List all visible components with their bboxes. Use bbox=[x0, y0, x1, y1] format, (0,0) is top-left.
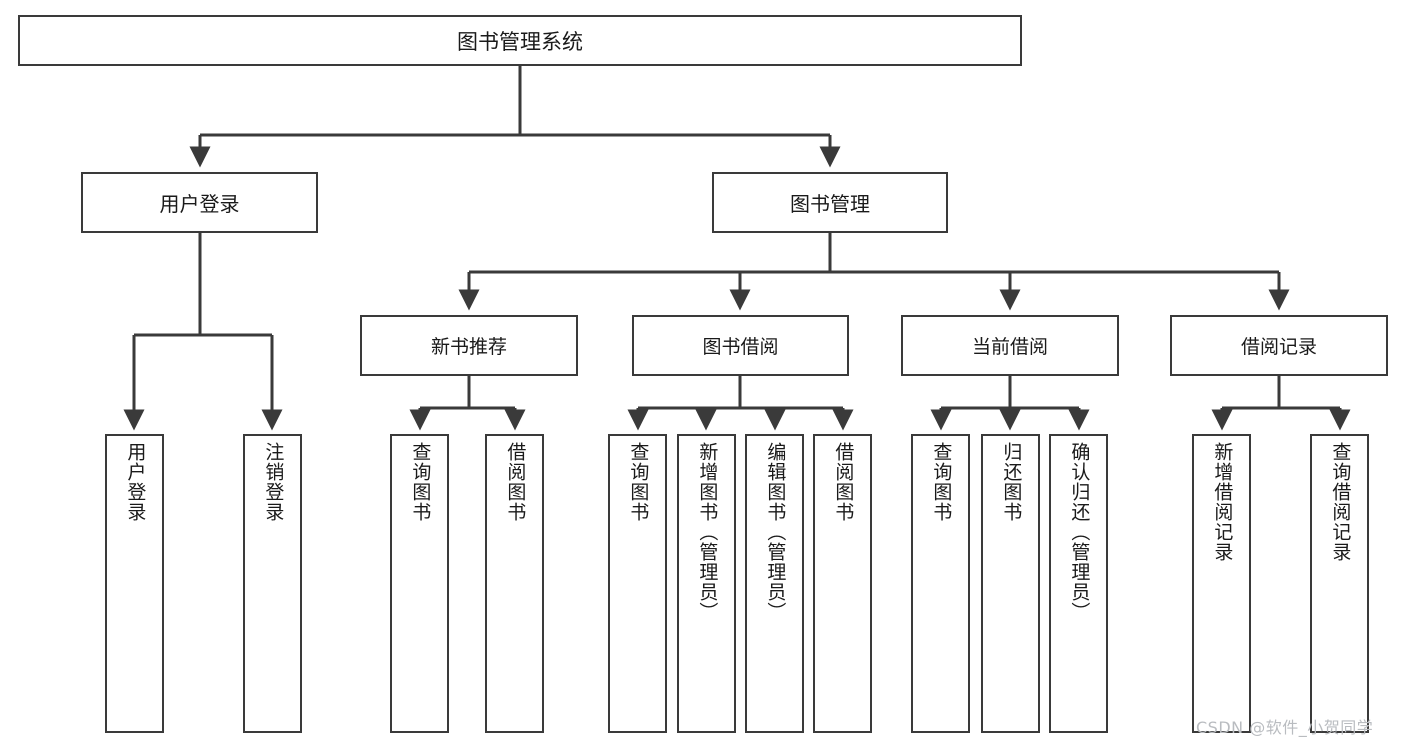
node-book-borrow-label: 图书借阅 bbox=[702, 336, 779, 358]
leaf-label: 借阅图书 bbox=[504, 442, 527, 522]
leaf-label: 查询图书 bbox=[627, 442, 650, 522]
leaf-current-return-book[interactable]: 归还图书 bbox=[981, 434, 1040, 733]
node-borrow-record-label: 借阅记录 bbox=[1240, 336, 1317, 358]
node-new-book-recommend-label: 新书推荐 bbox=[430, 336, 507, 358]
node-new-book-recommend[interactable]: 新书推荐 bbox=[360, 315, 578, 376]
leaf-label: 查询图书 bbox=[930, 442, 953, 522]
leaf-user-login-logout[interactable]: 注销登录 bbox=[243, 434, 302, 733]
leaf-label: 新增借阅记录 bbox=[1211, 442, 1234, 562]
leaf-current-query-book[interactable]: 查询图书 bbox=[911, 434, 970, 733]
node-root-label: 图书管理系统 bbox=[457, 29, 583, 54]
leaf-borrow-borrow-book[interactable]: 借阅图书 bbox=[813, 434, 872, 733]
leaf-new-book-query[interactable]: 查询图书 bbox=[390, 434, 449, 733]
node-current-borrow[interactable]: 当前借阅 bbox=[901, 315, 1119, 376]
node-book-management-label: 图书管理 bbox=[790, 192, 870, 216]
leaf-label: 归还图书 bbox=[1000, 442, 1023, 522]
node-root[interactable]: 图书管理系统 bbox=[18, 15, 1022, 66]
node-borrow-record[interactable]: 借阅记录 bbox=[1170, 315, 1388, 376]
leaf-current-confirm-return[interactable]: 确认归还（管理员） bbox=[1049, 434, 1108, 733]
leaf-user-login-login[interactable]: 用户登录 bbox=[105, 434, 164, 733]
watermark-text: CSDN @软件_小贺同学 bbox=[1196, 718, 1374, 737]
leaf-borrow-edit-book[interactable]: 编辑图书（管理员） bbox=[745, 434, 804, 733]
node-current-borrow-label: 当前借阅 bbox=[971, 336, 1048, 358]
leaf-label: 注销登录 bbox=[262, 442, 285, 522]
leaf-label: 新增图书（管理员） bbox=[696, 442, 719, 622]
leaf-record-add[interactable]: 新增借阅记录 bbox=[1192, 434, 1251, 733]
node-book-borrow[interactable]: 图书借阅 bbox=[632, 315, 849, 376]
node-book-management[interactable]: 图书管理 bbox=[712, 172, 948, 233]
watermark: CSDN @软件_小贺同学 bbox=[1196, 714, 1373, 738]
leaf-borrow-query-book[interactable]: 查询图书 bbox=[608, 434, 667, 733]
leaf-label: 用户登录 bbox=[124, 442, 147, 522]
node-user-login[interactable]: 用户登录 bbox=[81, 172, 318, 233]
leaf-record-query[interactable]: 查询借阅记录 bbox=[1310, 434, 1369, 733]
node-user-login-label: 用户登录 bbox=[159, 192, 240, 216]
leaf-new-book-borrow[interactable]: 借阅图书 bbox=[485, 434, 544, 733]
leaf-label: 确认归还（管理员） bbox=[1068, 442, 1091, 622]
leaf-label: 查询借阅记录 bbox=[1329, 442, 1352, 562]
leaf-borrow-add-book[interactable]: 新增图书（管理员） bbox=[677, 434, 736, 733]
leaf-label: 借阅图书 bbox=[832, 442, 855, 522]
leaf-label: 查询图书 bbox=[409, 442, 432, 522]
leaf-label: 编辑图书（管理员） bbox=[764, 442, 787, 622]
